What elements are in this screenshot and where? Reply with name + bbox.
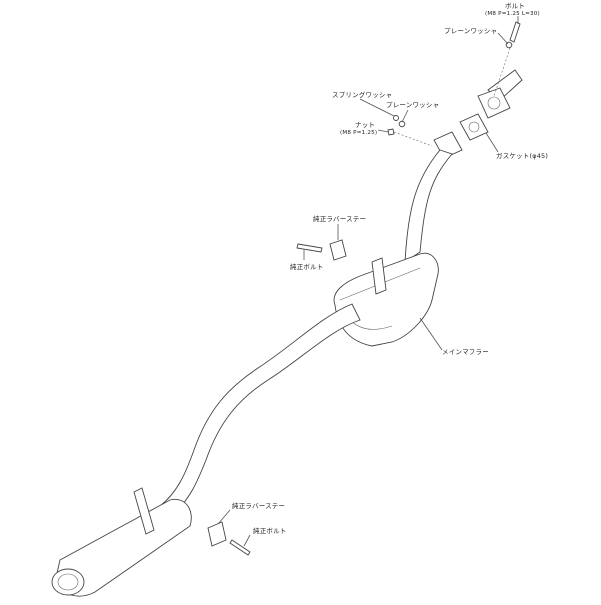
inlet-pipe xyxy=(404,149,453,263)
label-rubber-stay-upper: 純正ラバーステー xyxy=(313,215,367,223)
upper-bolt xyxy=(296,243,323,253)
lower-bolt xyxy=(229,539,251,556)
label-plain-washer-top: プレーンワッシャ xyxy=(444,27,498,35)
top-bolt xyxy=(509,21,521,43)
leader-plain-washer-mid xyxy=(401,109,409,123)
label-nut-spec: (M8 P=1.25) xyxy=(340,130,378,136)
leader-spring-washer xyxy=(359,98,395,117)
label-spring-washer: スプリングワッシャ xyxy=(332,91,393,99)
label-gasket: ガスケット(φ45) xyxy=(496,152,549,160)
lower-rubber-stay xyxy=(207,521,227,547)
label-bolt-lower: 純正ボルト xyxy=(253,527,287,535)
leader-nut xyxy=(377,129,389,133)
nut xyxy=(387,128,395,136)
muffler-bracket xyxy=(371,257,387,295)
tail-outlet-inner xyxy=(57,573,79,591)
leader-front-dashed xyxy=(493,47,511,97)
tail-bracket xyxy=(133,487,155,535)
main-muffler-body xyxy=(333,252,439,347)
label-bolt-upper: 純正ボルト xyxy=(290,263,324,271)
mid-plain-washer xyxy=(398,120,406,128)
label-bolt-top: ボルト xyxy=(505,2,526,10)
gasket-hole xyxy=(468,121,480,133)
top-flange xyxy=(477,87,511,119)
tail-pipe xyxy=(159,303,361,516)
label-main-muffler: メインマフラー xyxy=(442,348,489,356)
gasket xyxy=(459,113,489,141)
label-plain-washer-mid: プレーンワッシャ xyxy=(386,101,440,109)
leader-bolt-lower xyxy=(243,534,251,547)
label-rubber-stay-lower: 純正ラバーステー xyxy=(232,502,286,510)
leader-washer-top xyxy=(497,32,509,45)
upper-rubber-stay xyxy=(329,239,347,261)
label-bolt-top-spec: (M8 P=1.25 L=30) xyxy=(485,11,540,17)
leader-gasket xyxy=(485,132,499,153)
top-flange-hole xyxy=(487,96,501,110)
leader-rubber-lower xyxy=(217,509,231,525)
label-nut: ナット xyxy=(355,121,376,129)
spring-washer xyxy=(393,115,399,121)
leader-muffler xyxy=(419,317,443,351)
tail-outlet xyxy=(51,568,85,596)
nut-dashed-line xyxy=(393,131,433,147)
